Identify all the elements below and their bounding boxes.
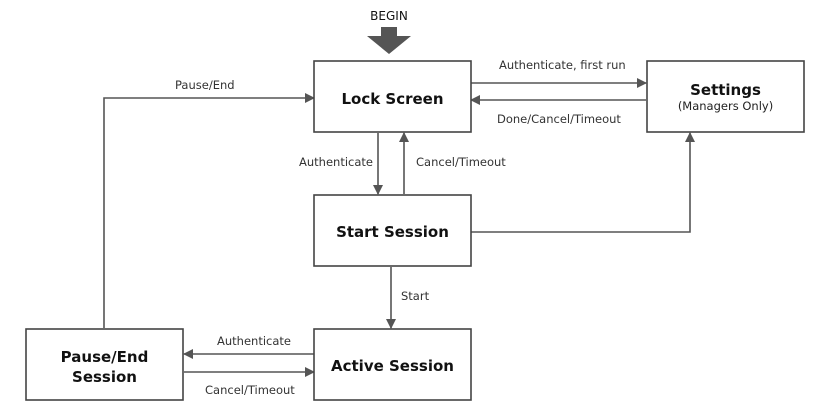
node-box bbox=[313, 328, 472, 401]
node-lock-screen: Lock Screen bbox=[313, 60, 472, 133]
node-box bbox=[313, 60, 472, 133]
edge-label-done-cancel-timeout: Done/Cancel/Timeout bbox=[497, 112, 621, 126]
edge-cancel-timeout-right: Cancel/Timeout bbox=[184, 367, 315, 397]
edges: Authenticate, first run Done/Cancel/Time… bbox=[103, 58, 695, 397]
node-title-start-session: Start Session bbox=[336, 223, 449, 241]
node-subtitle-settings: (Managers Only) bbox=[678, 99, 773, 113]
edge-line bbox=[103, 93, 315, 328]
begin-indicator: BEGIN bbox=[367, 9, 411, 54]
edge-authenticate-left: Authenticate bbox=[183, 334, 314, 359]
edge-label-authenticate-left: Authenticate bbox=[217, 334, 291, 348]
begin-arrow-icon bbox=[367, 27, 411, 54]
edge-label-cancel-timeout-up: Cancel/Timeout bbox=[416, 155, 506, 169]
edge-label-start: Start bbox=[401, 289, 430, 303]
node-box bbox=[25, 328, 184, 401]
node-active-session: Active Session bbox=[313, 328, 472, 401]
node-box bbox=[646, 60, 805, 133]
edge-label-authenticate-down: Authenticate bbox=[299, 155, 373, 169]
edge-authenticate-first-run: Authenticate, first run bbox=[471, 58, 647, 88]
edge-authenticate-down: Authenticate bbox=[299, 133, 383, 195]
node-start-session: Start Session bbox=[313, 194, 472, 267]
node-title-lock-screen: Lock Screen bbox=[341, 90, 443, 108]
node-title-settings: Settings bbox=[690, 81, 761, 99]
node-settings: Settings (Managers Only) bbox=[646, 60, 805, 133]
edge-label-pause-end: Pause/End bbox=[175, 78, 235, 92]
node-title-active-session: Active Session bbox=[331, 357, 454, 375]
begin-label: BEGIN bbox=[370, 9, 408, 23]
edge-cancel-timeout-up: Cancel/Timeout bbox=[399, 132, 506, 194]
node-pause-end-session: Pause/End Session bbox=[25, 328, 184, 401]
node-box bbox=[313, 194, 472, 267]
node-title-pause-end-line2: Session bbox=[72, 368, 137, 386]
edge-done-cancel-timeout: Done/Cancel/Timeout bbox=[470, 95, 646, 126]
edge-pause-end: Pause/End bbox=[103, 78, 315, 328]
edge-label-authenticate-first-run: Authenticate, first run bbox=[499, 58, 626, 72]
edge-start: Start bbox=[386, 267, 430, 329]
edge-start-to-settings bbox=[471, 132, 695, 233]
node-title-pause-end-line1: Pause/End bbox=[61, 348, 149, 366]
edge-label-cancel-timeout-right: Cancel/Timeout bbox=[205, 383, 295, 397]
edge-line bbox=[471, 132, 695, 233]
